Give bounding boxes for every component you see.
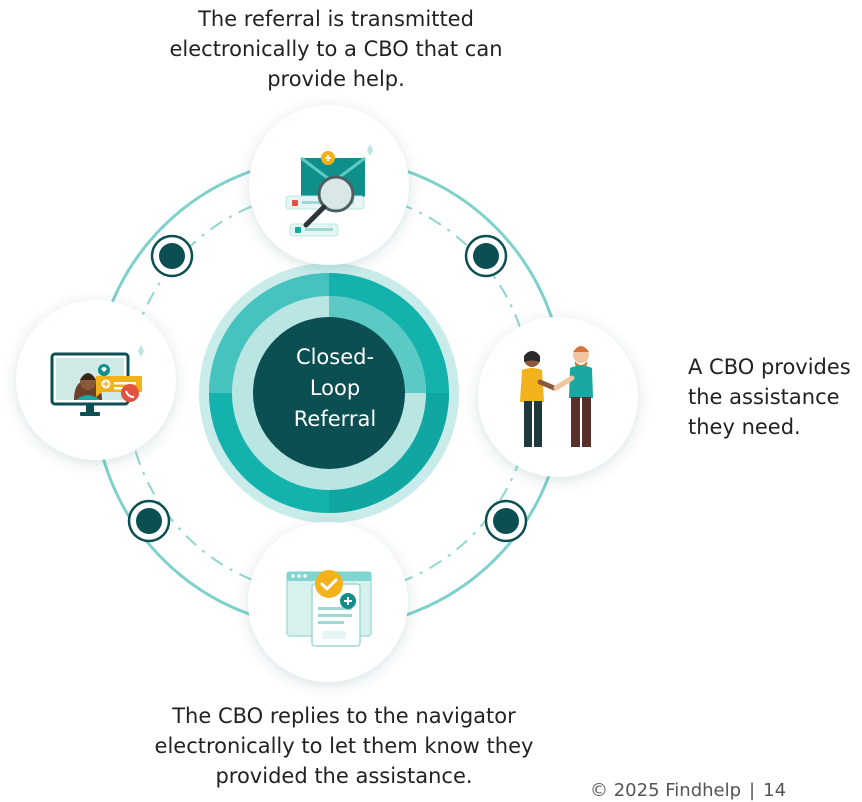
footer-separator: | <box>749 780 756 801</box>
node-cbo-assistance <box>478 317 638 477</box>
bottom-node-caption: The CBO replies to the navigator electro… <box>154 704 534 788</box>
center-label: Closed- Loop Referral <box>293 345 377 431</box>
orbit-dot-top-right <box>464 234 508 278</box>
orbit-dot-bottom-left <box>127 499 171 543</box>
envelope-magnifier-icon <box>285 144 373 237</box>
orbit-dot-bottom-right <box>484 499 528 543</box>
document-checkmark-icon <box>286 570 372 647</box>
right-node-caption: A CBO provides the assistance they need. <box>688 355 851 439</box>
video-call-navigator-icon <box>50 345 144 416</box>
top-node-caption: The referral is transmitted electronical… <box>169 7 503 91</box>
center-rings <box>199 263 459 523</box>
footer: © 2025 Findhelp | 14 <box>590 780 786 802</box>
handshake-people-icon <box>520 346 593 447</box>
copyright-text: © 2025 Findhelp <box>590 780 742 801</box>
page-number: 14 <box>763 780 787 801</box>
orbit-dot-top-left <box>150 234 194 278</box>
